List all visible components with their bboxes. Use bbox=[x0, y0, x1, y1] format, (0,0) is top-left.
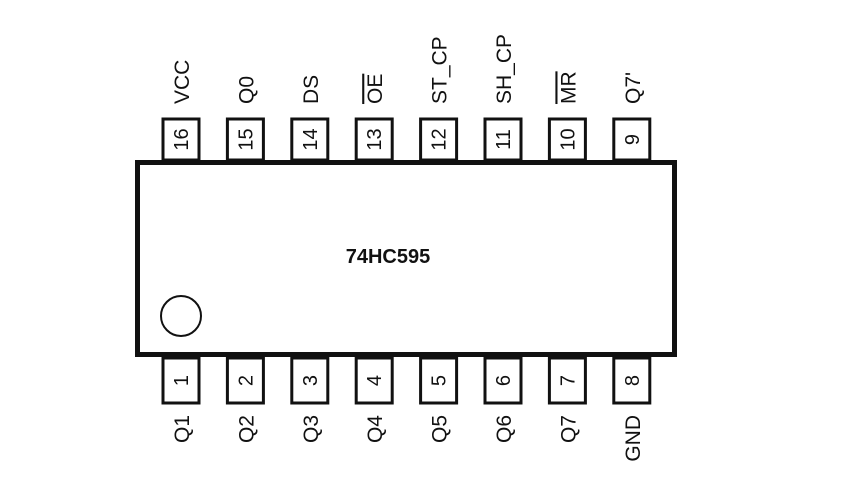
pin-7: 7Q7 bbox=[547, 356, 587, 443]
pin-box bbox=[612, 117, 652, 162]
pin-label: Q3 bbox=[300, 415, 323, 443]
pin-number: 11 bbox=[493, 129, 515, 150]
pin-number: 6 bbox=[493, 375, 515, 386]
pin-box bbox=[161, 356, 201, 405]
pin-number: 2 bbox=[235, 375, 257, 386]
pin-number: 16 bbox=[171, 128, 193, 150]
pin-3: 3Q3 bbox=[290, 356, 330, 443]
pin-number: 12 bbox=[429, 128, 451, 150]
pin-9: 9 Q7' bbox=[612, 72, 652, 162]
pin-10: 10 MR bbox=[547, 71, 587, 162]
pin-box bbox=[483, 356, 523, 405]
pin-box bbox=[290, 356, 330, 405]
pin-16: 16 VCC bbox=[161, 60, 201, 162]
pin-5: 5Q5 bbox=[419, 356, 459, 443]
pin-13: 13 OE bbox=[354, 74, 394, 162]
pin-6: 6Q6 bbox=[483, 356, 523, 443]
pin-label: MR bbox=[557, 71, 580, 104]
pin-label: VCC bbox=[171, 60, 194, 104]
pin-number: 14 bbox=[300, 128, 322, 150]
pin-number: 8 bbox=[622, 375, 644, 386]
pin-label: Q2 bbox=[235, 415, 258, 443]
pin-number: 5 bbox=[429, 375, 451, 386]
chip-part-number: 74HC595 bbox=[346, 246, 431, 268]
pin-4: 4Q4 bbox=[354, 356, 394, 443]
pin-number: 3 bbox=[300, 375, 322, 386]
pin-number: 7 bbox=[557, 375, 579, 386]
pin-label: Q7' bbox=[622, 72, 645, 104]
pin1-notch-marker bbox=[160, 295, 202, 337]
pin-label: Q1 bbox=[171, 415, 194, 443]
pin-box bbox=[419, 356, 459, 405]
pin-box bbox=[612, 356, 652, 405]
pin-box bbox=[225, 356, 265, 405]
pin-label: Q7 bbox=[557, 415, 580, 443]
pin-label: GND bbox=[622, 415, 645, 462]
pin-box bbox=[225, 117, 265, 162]
pin-label: OE bbox=[364, 74, 387, 104]
pin-15: 15 Q0 bbox=[225, 76, 265, 162]
pin-box bbox=[547, 356, 587, 405]
pin-label: Q4 bbox=[364, 415, 387, 443]
pin-1: 1Q1 bbox=[161, 356, 201, 443]
pin-number: 13 bbox=[364, 128, 386, 150]
pin-14: 14 DS bbox=[290, 75, 330, 162]
chip-body bbox=[135, 160, 677, 357]
pin-label: Q5 bbox=[429, 415, 452, 443]
pin-box bbox=[290, 117, 330, 162]
pin-2: 2Q2 bbox=[225, 356, 265, 443]
pin-box bbox=[161, 117, 201, 162]
pin-box bbox=[354, 117, 394, 162]
pin-number: 15 bbox=[235, 128, 257, 150]
pin-number: 9 bbox=[622, 134, 644, 145]
pin-number: 10 bbox=[557, 128, 579, 150]
pin-label: Q6 bbox=[493, 415, 516, 443]
pin-11: 11 SH_CP bbox=[483, 34, 523, 162]
pin-number: 4 bbox=[364, 375, 386, 386]
pin-number: 1 bbox=[171, 375, 193, 386]
pin-label: Q0 bbox=[235, 76, 258, 104]
pin-box bbox=[419, 117, 459, 162]
pin-label: ST_CP bbox=[429, 36, 452, 104]
pin-box bbox=[547, 117, 587, 162]
pin-box bbox=[354, 356, 394, 405]
pin-label: SH_CP bbox=[493, 34, 516, 104]
pin-label: DS bbox=[300, 75, 323, 104]
pin-box bbox=[483, 117, 523, 162]
pin-12: 12 ST_CP bbox=[419, 36, 459, 162]
